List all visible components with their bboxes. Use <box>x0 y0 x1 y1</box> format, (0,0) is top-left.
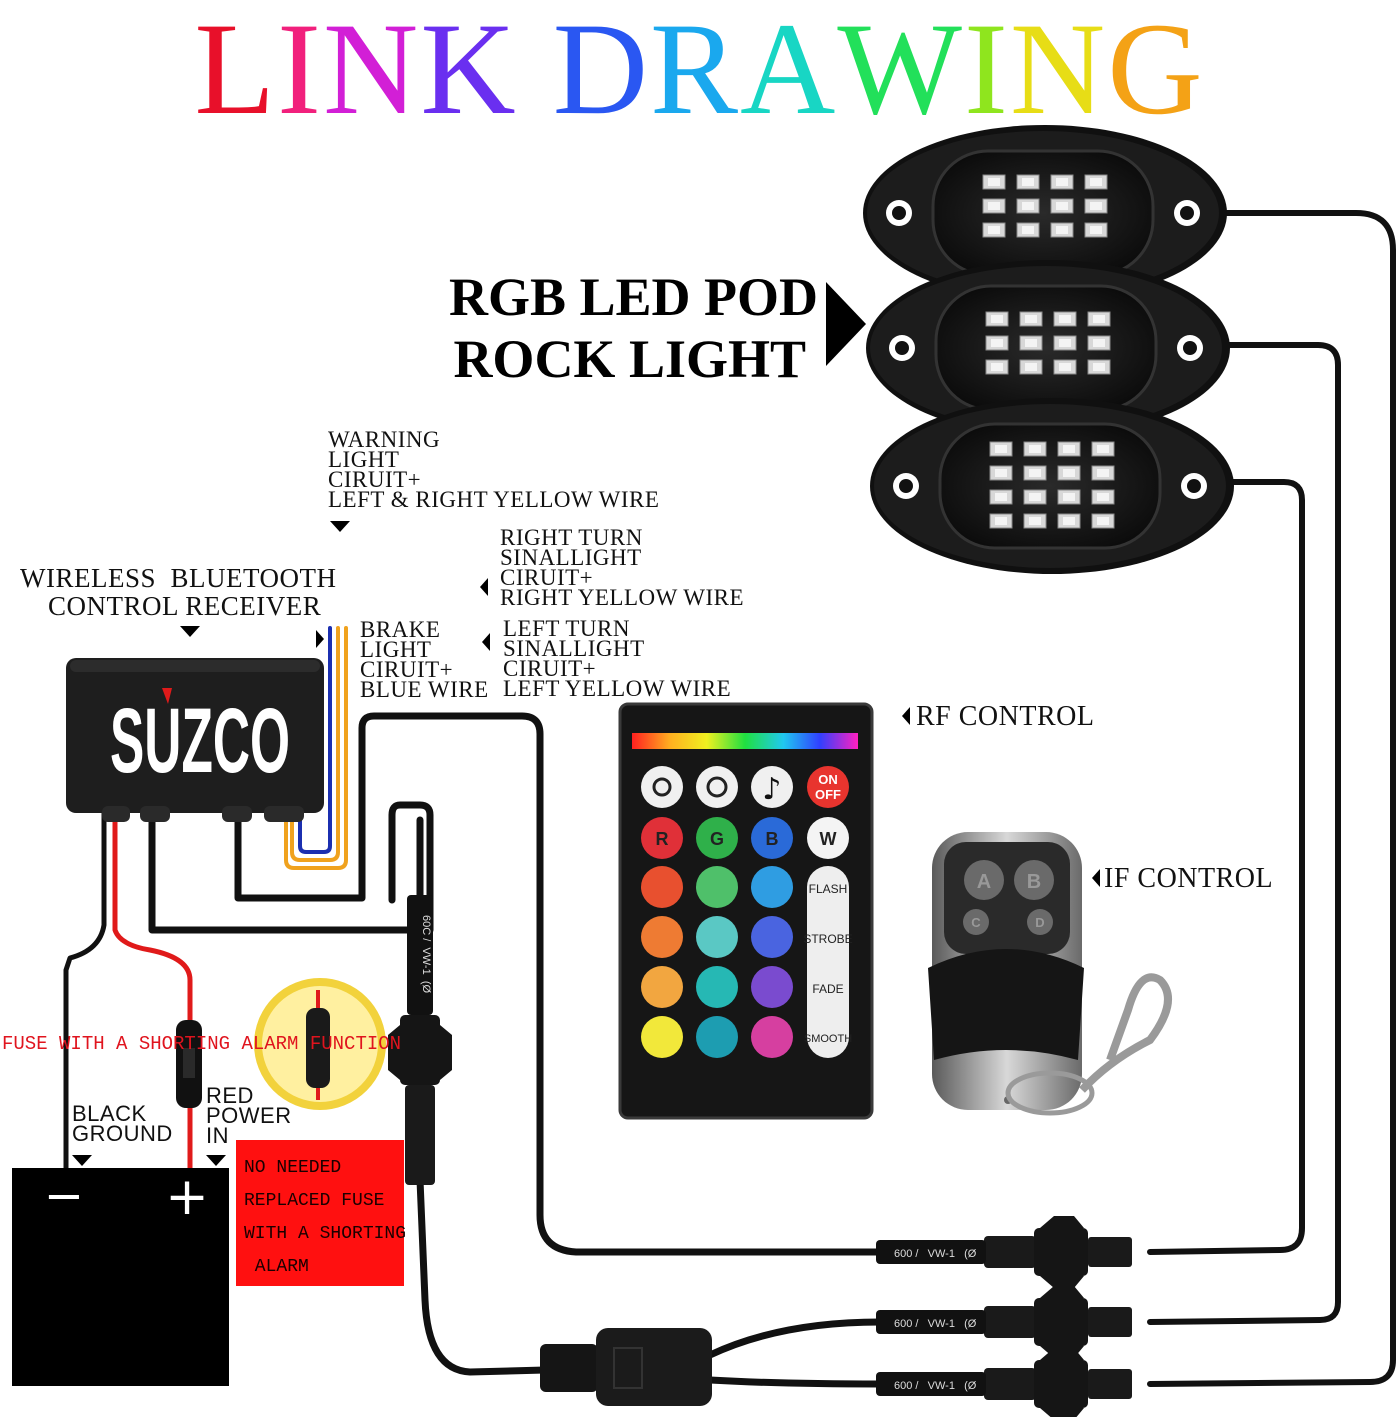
color-button <box>641 966 683 1008</box>
title-letter: N <box>1009 0 1108 142</box>
svg-text:W: W <box>820 829 837 849</box>
pod-pointer-arrow <box>826 282 866 366</box>
title-letter: K <box>420 0 518 142</box>
connector-pod-1 <box>984 1216 1132 1288</box>
ground-arrow-icon <box>72 1155 92 1166</box>
color-button <box>696 866 738 908</box>
brake-arrow-icon <box>316 630 324 648</box>
battery <box>12 1168 229 1386</box>
rf-remote: ♪ ON OFF R G B W FLASH STROBE FADE SMOOT… <box>618 702 874 1120</box>
flash-label: FLASH <box>809 882 848 896</box>
left-turn-arrow-icon <box>482 633 490 651</box>
brightness-up-icon <box>696 766 738 808</box>
color-button <box>696 1016 738 1058</box>
svg-text:G: G <box>710 829 724 849</box>
off-label: OFF <box>815 787 841 802</box>
svg-text:D: D <box>1035 915 1044 930</box>
pod-label: RGB LED POD ROCK LIGHT <box>448 267 818 389</box>
smooth-label: SMOOTH <box>804 1033 852 1045</box>
connector-pod-2 <box>984 1286 1132 1358</box>
title-letter <box>518 0 553 145</box>
svg-text:C: C <box>971 915 981 930</box>
inline-fuse <box>176 1020 202 1108</box>
fuse-magnifier <box>254 978 386 1110</box>
fade-label: FADE <box>812 982 843 996</box>
cable-marking-vertical: 60C / VW-1 (Ø <box>420 915 432 993</box>
svg-text:♪: ♪ <box>762 772 781 807</box>
color-button <box>751 1016 793 1058</box>
color-button <box>641 916 683 958</box>
title-letter: I <box>963 0 1010 142</box>
keyfob-button-a <box>964 860 1004 900</box>
music-icon <box>751 766 793 808</box>
connector-pod-3 <box>984 1348 1132 1417</box>
ir-keyfob: A B C D <box>928 832 1172 1116</box>
pod-1-cable <box>234 712 884 1256</box>
keyfob-button-b <box>1014 860 1054 900</box>
battery-negative-label: − <box>44 1168 84 1224</box>
svg-text:A: A <box>977 871 991 893</box>
color-button <box>641 1016 683 1058</box>
color-button <box>641 866 683 908</box>
strobe-label: STROBE <box>803 932 852 946</box>
svg-text:B: B <box>1027 871 1041 893</box>
battery-positive-label: + <box>165 1167 209 1227</box>
color-button-grid <box>641 866 793 1058</box>
green-button <box>696 817 738 859</box>
ground-wire <box>63 802 107 1171</box>
svg-text:B: B <box>766 829 779 849</box>
brightness-down-icon <box>641 766 683 808</box>
title-letter: I <box>277 0 324 142</box>
y-splitter <box>540 1328 712 1406</box>
page-title: LINK DRAWING <box>0 0 1399 145</box>
title-letter: N <box>323 0 421 142</box>
rf-control-label: RF CONTROL <box>916 701 1095 732</box>
color-button <box>696 916 738 958</box>
title-letter: A <box>740 0 838 142</box>
red-button <box>641 817 683 859</box>
cable-marking-1: 600 / VW-1 (Ø <box>894 1248 977 1260</box>
receiver-label: WIRELESS BLUETOOTH CONTROL RECEIVER <box>20 563 337 621</box>
title-letter: G <box>1107 0 1205 142</box>
fuse-alarm-label: FUSE WITH A SHORTING ALARM FUNCTION <box>2 1033 402 1055</box>
power-arrow-icon <box>206 1155 226 1166</box>
rf-control-arrow-icon <box>902 707 910 725</box>
right-turn-arrow-icon <box>480 578 488 596</box>
color-button <box>751 866 793 908</box>
power-icon <box>807 766 849 808</box>
warning-arrow-icon <box>330 521 350 532</box>
receiver-arrow-icon <box>180 626 200 637</box>
color-button <box>751 916 793 958</box>
on-label: ON <box>818 772 838 787</box>
extension-connector: 60C / VW-1 (Ø <box>388 895 452 1185</box>
title-letter: R <box>650 0 741 142</box>
white-button <box>807 817 849 859</box>
keyfob-button-d <box>1027 909 1053 935</box>
title-letter: L <box>194 0 278 142</box>
if-control-arrow-icon <box>1092 869 1100 887</box>
svg-text:R: R <box>656 829 669 849</box>
brand-logo: SUZCO <box>110 690 290 792</box>
color-button <box>696 966 738 1008</box>
keyfob-button-c <box>963 909 989 935</box>
power-wire <box>112 802 193 1171</box>
cable-marking-2: 600 / VW-1 (Ø <box>894 1318 977 1330</box>
mode-button-strip <box>807 866 849 1058</box>
blue-button <box>751 817 793 859</box>
title-letter: D <box>552 0 650 142</box>
led-pod-3 <box>868 396 1236 576</box>
color-button <box>751 966 793 1008</box>
control-receiver: SUZCO <box>66 658 324 822</box>
title-letter: W <box>837 0 964 142</box>
if-control-label: IF CONTROL <box>1104 863 1274 894</box>
cable-marking-3: 600 / VW-1 (Ø <box>894 1380 977 1392</box>
